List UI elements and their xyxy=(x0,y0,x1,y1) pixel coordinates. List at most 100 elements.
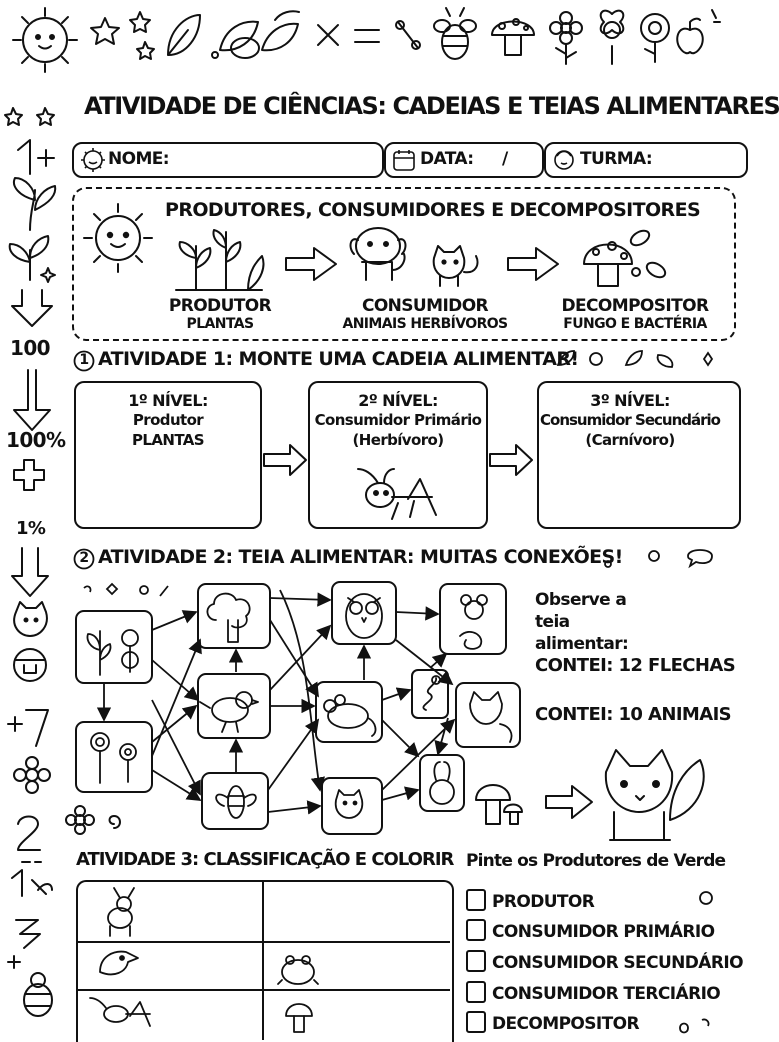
side-label: 100% xyxy=(6,428,66,452)
observe-text: Observe a teia alimentar: xyxy=(535,590,629,654)
web-node-bird xyxy=(197,673,271,739)
web-node-fox xyxy=(455,682,521,748)
web-node-flower xyxy=(75,721,153,793)
tree-icon xyxy=(206,592,251,643)
flower-icon xyxy=(640,13,670,63)
classification-grid-lines xyxy=(78,882,450,1040)
cat-icon xyxy=(13,601,48,637)
helmet-icon xyxy=(13,648,47,682)
web-arrow xyxy=(395,639,454,686)
side-label: 1% xyxy=(16,518,46,539)
date-field[interactable]: DATA: / xyxy=(384,142,544,178)
intro-sub-decomposer: FUNGO E BACTÉRIA xyxy=(563,316,707,332)
classify-option-producer[interactable]: PRODUTOR xyxy=(466,889,595,912)
web-decor xyxy=(83,549,713,597)
option-label: CONSUMIDOR PRIMÁRIO xyxy=(492,922,715,942)
right-arrow-icon xyxy=(545,785,593,819)
right-arrow-icon xyxy=(285,247,337,281)
apple-icon xyxy=(676,17,704,55)
web-arrow xyxy=(269,624,332,691)
level-1-line3: PLANTAS xyxy=(132,431,205,449)
web-node-bee xyxy=(201,772,269,830)
face-icon xyxy=(81,148,105,172)
web-node-plant xyxy=(75,610,153,684)
activity1-number-badge xyxy=(73,350,95,372)
activity3-title: ATIVIDADE 3: CLASSIFICAÇÃO E COLORIR xyxy=(76,849,454,870)
circle-icon xyxy=(604,560,612,568)
activity2-number-badge xyxy=(73,548,95,570)
option-label: CONSUMIDOR TERCIÁRIO xyxy=(492,984,721,1004)
date-label: DATA: xyxy=(420,149,474,169)
flower-icon xyxy=(599,9,625,65)
star-icon xyxy=(129,11,151,33)
bottom-right-doodles xyxy=(679,891,713,1034)
squiggle-icon xyxy=(83,585,92,593)
decomposer-checkbox[interactable] xyxy=(466,1011,486,1033)
mouse-icon xyxy=(459,594,488,650)
bee-icon xyxy=(215,785,257,819)
level-1-heading: 1º NÍVEL: xyxy=(128,391,208,410)
tertiary-consumer-checkbox[interactable] xyxy=(466,981,486,1003)
flower-icon xyxy=(549,11,583,65)
producer-checkbox[interactable] xyxy=(466,889,486,911)
intro-label-producer: PRODUTOR xyxy=(168,296,272,316)
intro-heading: PRODUTORES, CONSUMIDORES E DECOMPOSITORE… xyxy=(165,199,701,221)
intro-sub-consumer: ANIMAIS HERBÍVOROS xyxy=(342,316,508,332)
web-bottom-illustrations xyxy=(65,749,705,841)
web-arrow xyxy=(269,592,332,607)
swirl-icon xyxy=(679,1018,710,1034)
web-arrow xyxy=(151,610,198,631)
flower-icon xyxy=(65,805,95,835)
equals-icon xyxy=(354,29,380,43)
secondary-consumer-checkbox[interactable] xyxy=(466,950,486,972)
classify-option-decomposer[interactable]: DECOMPOSITOR xyxy=(466,1011,640,1034)
option-label: CONSUMIDOR SECUNDÁRIO xyxy=(492,953,744,973)
web-arrow xyxy=(279,589,326,792)
spiral-icon xyxy=(108,815,121,829)
class-field[interactable]: TURMA: xyxy=(544,142,748,178)
level-2-heading: 2º NÍVEL: xyxy=(358,391,438,410)
option-label: PRODUTOR xyxy=(492,892,595,912)
circle-icon xyxy=(139,585,149,595)
count-animals: CONTEI: 10 ANIMAIS xyxy=(535,704,732,725)
web-arrow xyxy=(381,786,420,801)
snake-icon xyxy=(422,675,441,711)
sun-icon xyxy=(83,203,153,273)
name-field[interactable]: NOME: xyxy=(72,142,384,178)
intro-label-consumer: CONSUMIDOR xyxy=(361,296,489,316)
classify-option-tertiary[interactable]: CONSUMIDOR TERCIÁRIO xyxy=(466,981,721,1004)
food-chain-level-1[interactable]: 1º NÍVEL: Produtor PLANTAS xyxy=(74,381,262,529)
primary-consumer-checkbox[interactable] xyxy=(466,919,486,941)
bug-icon xyxy=(230,37,260,59)
level-3-line3: (Carnívoro) xyxy=(585,431,675,449)
web-arrow xyxy=(434,717,449,756)
worksheet-page: 100 100% 1% ATIVIDADE DE CIÊNCIAS: CADEI… xyxy=(4,7,779,1042)
web-node-tree xyxy=(197,583,271,649)
mushroom-icon xyxy=(583,241,633,287)
flower-icon xyxy=(702,351,714,367)
cat-icon xyxy=(334,789,364,819)
plant-icon xyxy=(86,629,139,676)
web-arrow xyxy=(395,606,440,621)
star-icon xyxy=(90,17,120,45)
option-label: DECOMPOSITOR xyxy=(492,1014,640,1034)
speech-bubble-icon xyxy=(687,549,713,569)
web-arrow xyxy=(429,652,448,669)
page-title: ATIVIDADE DE CIÊNCIAS: CADEIAS E TEIAS A… xyxy=(84,92,779,120)
bird-icon xyxy=(199,691,259,733)
mouse-icon xyxy=(323,694,377,737)
zigzag-icon xyxy=(15,919,41,949)
flower-icon xyxy=(13,756,51,794)
food-chain-level-2[interactable]: 2º NÍVEL: Consumidor Primário (Herbívoro… xyxy=(308,381,488,529)
class-label: TURMA: xyxy=(580,149,653,169)
web-arrow xyxy=(151,659,200,702)
activity1-doodles xyxy=(556,350,714,368)
level-3-line2: Consumidor Secundário xyxy=(540,411,721,429)
level-2-line3: (Herbívoro) xyxy=(352,431,445,449)
calendar-icon xyxy=(393,150,415,171)
level-3-heading: 3º NÍVEL: xyxy=(590,391,670,410)
leaf-icon xyxy=(624,350,643,366)
food-chain-level-3[interactable]: 3º NÍVEL: Consumidor Secundário (Carnívo… xyxy=(537,381,741,529)
classify-option-primary[interactable]: CONSUMIDOR PRIMÁRIO xyxy=(466,919,715,942)
classify-option-secondary[interactable]: CONSUMIDOR SECUNDÁRIO xyxy=(466,950,744,973)
